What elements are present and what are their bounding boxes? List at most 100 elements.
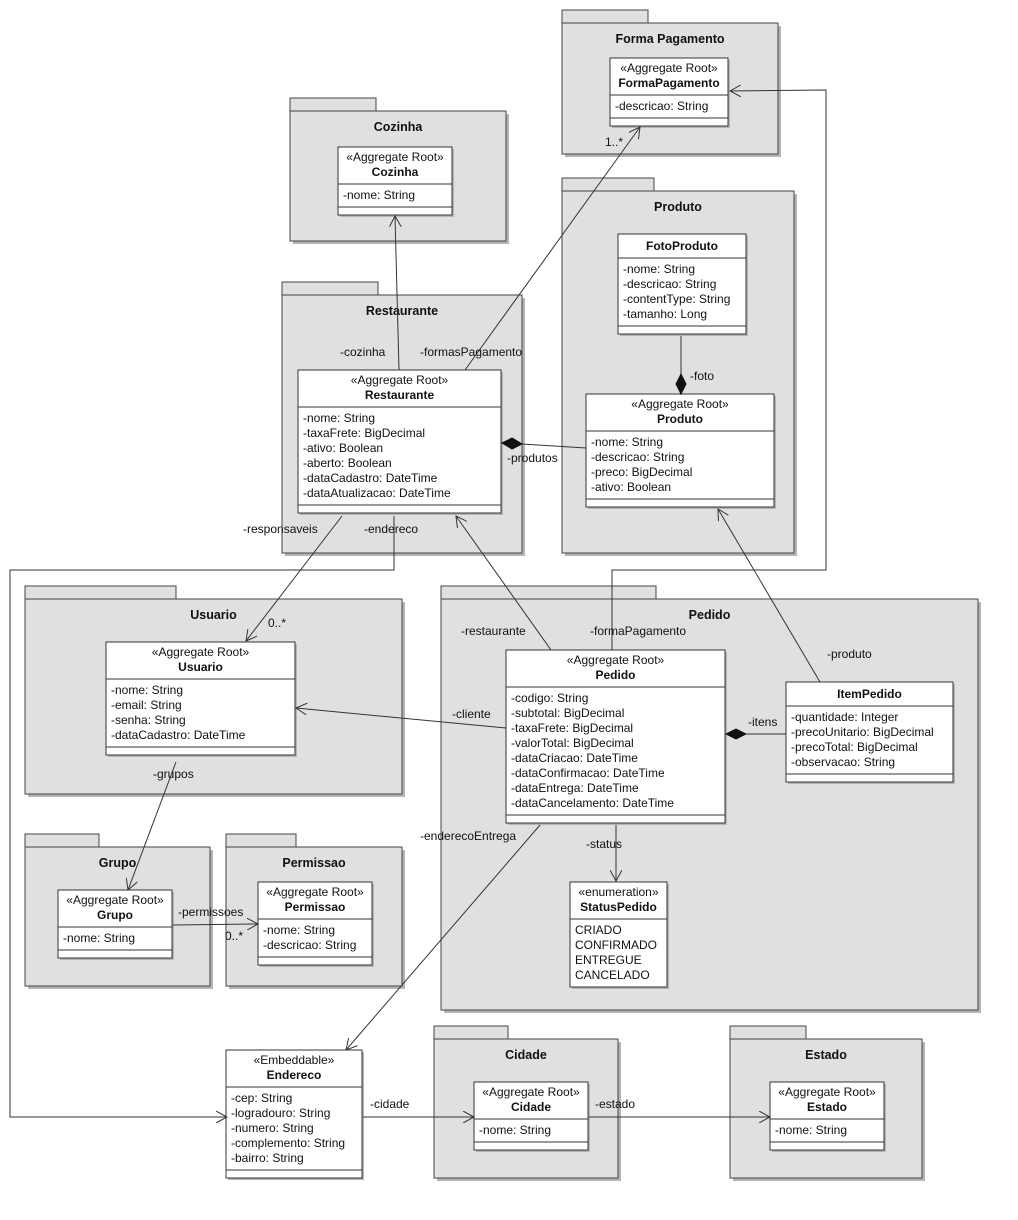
role-estado: -estado	[595, 1097, 635, 1111]
class-attribute: -dataCadastro: DateTime	[111, 728, 246, 742]
multiplicity-permissoes: 0..*	[225, 929, 243, 943]
package-title: Restaurante	[366, 304, 438, 318]
role-endereco: -endereco	[364, 522, 418, 536]
package-tab	[289, 97, 377, 112]
class-stereotype: «Aggregate Root»	[266, 885, 364, 899]
package-title: Usuario	[190, 608, 237, 622]
class-name: Estado	[807, 1100, 847, 1114]
class-attribute: -quantidade: Integer	[791, 710, 898, 724]
class-attribute: -tamanho: Long	[623, 307, 707, 321]
class-attribute: -email: String	[111, 698, 182, 712]
role-itens: -itens	[748, 715, 777, 729]
association-restaurante-formapagamento	[464, 127, 640, 371]
class-attribute: -preco: BigDecimal	[591, 465, 692, 479]
class-attribute: -descricao: String	[591, 450, 684, 464]
class-attribute: -logradouro: String	[231, 1106, 330, 1120]
association-pedido-formapagamento	[611, 90, 827, 650]
association-pedido-restaurante	[456, 516, 552, 651]
role-forma-pagamento: -formaPagamento	[590, 624, 686, 638]
class-foto-produto: FotoProduto-nome: String-descricao: Stri…	[617, 233, 748, 336]
class-attribute: -nome: String	[263, 923, 335, 937]
role-grupos: -grupos	[153, 767, 194, 781]
class-attribute: -observacao: String	[791, 755, 895, 769]
class-attribute: -complemento: String	[231, 1136, 345, 1150]
class-attribute: -dataAtualizacao: DateTime	[303, 486, 451, 500]
class-attribute: -numero: String	[231, 1121, 314, 1135]
role-cidade: -cidade	[370, 1097, 410, 1111]
class-produto: «Aggregate Root»Produto-nome: String-des…	[585, 393, 776, 509]
class-stereotype: «Aggregate Root»	[152, 645, 250, 659]
package-tab	[561, 177, 655, 192]
class-attribute: -taxaFrete: BigDecimal	[303, 426, 425, 440]
package-title: Cidade	[505, 1048, 547, 1062]
class-permissao: «Aggregate Root»Permissao-nome: String-d…	[257, 881, 374, 967]
association-pedido-cliente	[296, 708, 507, 729]
class-attribute: -nome: String	[63, 931, 135, 945]
role-permissoes: -permissoes	[178, 905, 243, 919]
class-attribute: -taxaFrete: BigDecimal	[511, 721, 633, 735]
package-title: Cozinha	[374, 120, 424, 134]
class-stereotype: «Aggregate Root»	[620, 61, 718, 75]
class-attribute: -aberto: Boolean	[303, 456, 392, 470]
class-attribute: -senha: String	[111, 713, 186, 727]
package-tab	[729, 1025, 807, 1040]
role-cozinha: -cozinha	[340, 345, 386, 359]
class-name: FotoProduto	[646, 239, 718, 253]
role-cliente: -cliente	[452, 707, 491, 721]
class-attribute: -bairro: String	[231, 1151, 304, 1165]
class-cidade: «Aggregate Root»Cidade-nome: String	[473, 1081, 590, 1152]
class-attribute: -dataCancelamento: DateTime	[511, 796, 674, 810]
class-name: Cidade	[511, 1100, 551, 1114]
enum-literal: ENTREGUE	[575, 953, 642, 967]
role-formas-pagamento: -formasPagamento	[420, 345, 522, 359]
class-attribute: -nome: String	[111, 683, 183, 697]
composition-diamond-produtos	[500, 437, 524, 450]
package-body	[561, 22, 779, 155]
class-attribute: -valorTotal: BigDecimal	[511, 736, 634, 750]
class-name: Grupo	[97, 908, 133, 922]
class-name: Cozinha	[372, 165, 419, 179]
class-name: Restaurante	[365, 388, 435, 402]
package-tab	[24, 833, 100, 848]
class-attribute: -dataCadastro: DateTime	[303, 471, 438, 485]
class-name: ItemPedido	[837, 687, 902, 701]
role-responsaveis: -responsaveis	[243, 522, 318, 536]
class-attribute: -cep: String	[231, 1091, 292, 1105]
package-title: Pedido	[689, 608, 731, 622]
class-status-pedido: «enumeration»StatusPedidoCRIADOCONFIRMAD…	[569, 881, 669, 989]
package-tab	[24, 585, 177, 600]
class-name: Produto	[657, 412, 703, 426]
package-title: Estado	[805, 1048, 847, 1062]
enum-literal: CANCELADO	[575, 968, 650, 982]
class-stereotype: «Aggregate Root»	[567, 653, 665, 667]
class-stereotype: «Embeddable»	[254, 1053, 335, 1067]
class-attribute: -dataEntrega: DateTime	[511, 781, 639, 795]
class-attribute: -dataCriacao: DateTime	[511, 751, 638, 765]
class-stereotype: «Aggregate Root»	[778, 1085, 876, 1099]
class-attribute: -precoTotal: BigDecimal	[791, 740, 918, 754]
role-status: -status	[586, 837, 622, 851]
class-endereco: «Embeddable»Endereco -cep: String-logrado…	[225, 1049, 364, 1180]
association-restaurante-responsaveis	[246, 515, 343, 641]
class-attribute: -nome: String	[343, 188, 415, 202]
class-name: StatusPedido	[580, 900, 657, 914]
role-foto: -foto	[690, 369, 714, 383]
association-grupo-permissoes	[172, 924, 258, 925]
class-name: Endereco	[267, 1068, 322, 1082]
class-usuario: «Aggregate Root»Usuario-nome: String-ema…	[105, 641, 297, 757]
class-estado: «Aggregate Root»Estado-nome: String	[769, 1081, 886, 1152]
composition-diamond-itens	[724, 728, 748, 740]
class-stereotype: «Aggregate Root»	[346, 150, 444, 164]
role-produto: -produto	[827, 647, 872, 661]
role-restaurante: -restaurante	[461, 624, 526, 638]
role-endereco-entrega: -enderecoEntrega	[420, 829, 516, 843]
class-item-pedido: ItemPedido-quantidade: Integer-precoUnit…	[785, 681, 955, 784]
enum-literal: CRIADO	[575, 923, 622, 937]
multiplicity-responsaveis: 0..*	[268, 616, 286, 630]
package-tab	[440, 585, 657, 600]
class-attribute: -descricao: String	[623, 277, 716, 291]
multiplicity-formas-pagamento: 1..*	[605, 135, 623, 149]
package-tab	[281, 281, 379, 296]
class-attribute: -nome: String	[591, 435, 663, 449]
